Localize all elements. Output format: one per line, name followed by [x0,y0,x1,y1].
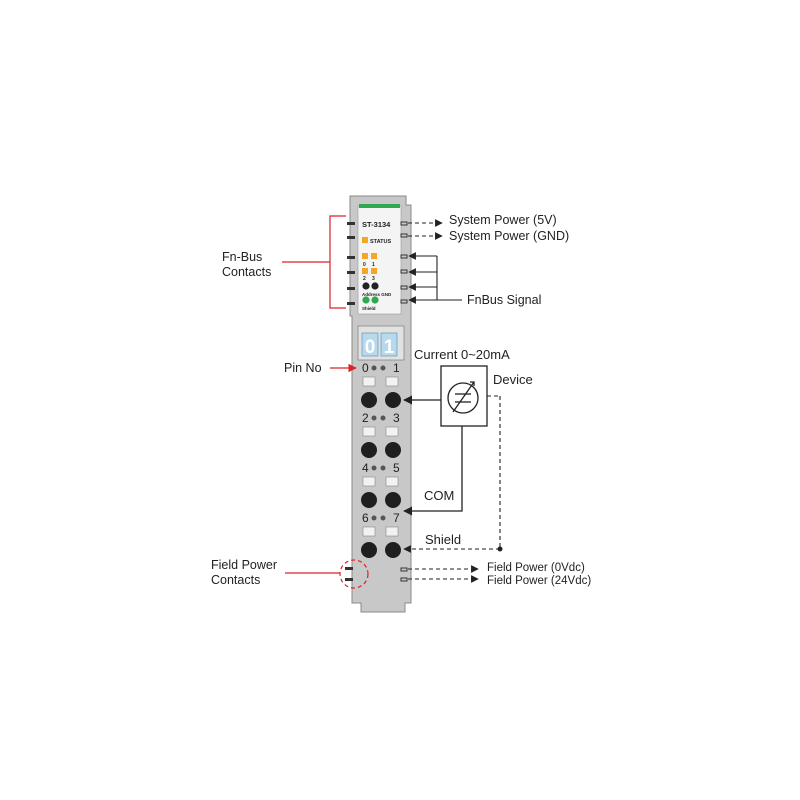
release-slot-4[interactable] [362,476,376,487]
shield-wire [403,395,501,553]
pin-number-0: 0 [362,361,369,375]
channel-digit-0: 0 [365,337,376,358]
label-area [357,205,402,315]
signal-wires [403,395,463,516]
pin-dot-0 [371,365,377,371]
terminal-hole-5[interactable] [385,492,401,508]
pin-dot-6 [371,515,377,521]
com-label: COM [424,488,455,503]
shield-junction-dot [497,546,503,552]
terminal-hole-1[interactable] [385,392,401,408]
release-slot-1[interactable] [385,376,399,387]
release-slot-2[interactable] [362,426,376,437]
fn-bus-callout [282,215,346,309]
fn-bus-contacts-label: Fn-Bus Contacts [222,250,271,280]
release-slot-0[interactable] [362,376,376,387]
field-power-contacts-line-2: Contacts [211,573,261,587]
pin-dot-5 [380,465,386,471]
shield-led-label: Shield [362,306,376,311]
led-number-0: 0 [363,262,366,268]
terminal-row-0-1: 0 1 [361,361,401,408]
release-slot-7[interactable] [385,526,399,537]
fnbus-signal-arrows [408,252,462,304]
pin-number-4: 4 [362,461,369,475]
variable-resistor-icon [447,381,479,414]
pin-number-2: 2 [362,411,369,425]
current-label: Current 0~20mA [414,347,510,362]
terminal-hole-0[interactable] [361,392,377,408]
pin-dot-3 [380,415,386,421]
address-indicator-right [371,282,379,290]
shield-label: Shield [425,532,462,547]
terminal-row-2-3: 2 3 [361,411,401,458]
pin-number-7: 7 [393,511,400,525]
terminal-hole-6[interactable] [361,542,377,558]
field-power-contacts-line-1: Field Power [211,558,277,572]
release-slot-3[interactable] [385,426,399,437]
shield-led-left [362,296,370,304]
pin-number-3: 3 [393,411,400,425]
fnbus-contact-pins [347,222,355,305]
shield-led-right [371,296,379,304]
terminal-hole-4[interactable] [361,492,377,508]
channel-led-3 [371,268,377,274]
terminal-hole-7[interactable] [385,542,401,558]
channel-led-2 [362,268,368,274]
status-label: STATUS [370,239,392,245]
pin-number-6: 6 [362,511,369,525]
led-number-1: 1 [372,262,375,268]
field-power-contacts-label: Field Power Contacts [211,558,277,588]
model-label: ST-3134 [362,220,391,229]
field-power-24v-label: Field Power (24Vdc) [487,575,592,587]
pin-number-5: 5 [393,461,400,475]
pin-dot-2 [371,415,377,421]
io-module: ST-3134 STATUS 0 1 2 3 Address GND Shiel… [349,195,412,613]
device-label: Device [493,372,533,387]
pin-number-1: 1 [393,361,400,375]
green-strip [359,204,400,208]
pin-dot-4 [371,465,377,471]
device [440,365,488,427]
status-led [362,237,368,243]
fnbus-contact-slots [400,221,408,304]
system-power-gnd-label: System Power (GND) [449,229,570,243]
field-power-contact-slots [400,567,408,582]
field-power-callout [285,559,369,589]
address-indicator-left [362,282,370,290]
channel-display-1 [380,332,398,357]
led-number-3: 3 [372,276,375,282]
release-slot-5[interactable] [385,476,399,487]
terminal-hole-2[interactable] [361,442,377,458]
pin-dot-1 [380,365,386,371]
channel-digit-1: 1 [384,337,395,358]
terminal-hole-3[interactable] [385,442,401,458]
pin-dot-7 [380,515,386,521]
fn-bus-contacts-line-2: Contacts [222,265,272,279]
field-power-contact-pins [345,567,353,581]
fnbus-signal-label: FnBus Signal [467,293,542,307]
system-power-5v-label: System Power (5V) [449,213,557,227]
fn-bus-contacts-line-1: Fn-Bus [222,250,263,264]
field-power-0v-label: Field Power (0Vdc) [487,562,585,574]
led-number-2: 2 [363,276,366,282]
pin-no-label: Pin No [284,361,322,375]
terminal-row-6-7: 6 7 [361,511,401,558]
address-gnd-label: Address GND [362,292,392,297]
channel-led-0 [362,253,368,259]
terminal-row-4-5: 4 5 [361,461,401,508]
channel-led-1 [371,253,377,259]
release-slot-6[interactable] [362,526,376,537]
channel-display-0 [361,332,379,357]
